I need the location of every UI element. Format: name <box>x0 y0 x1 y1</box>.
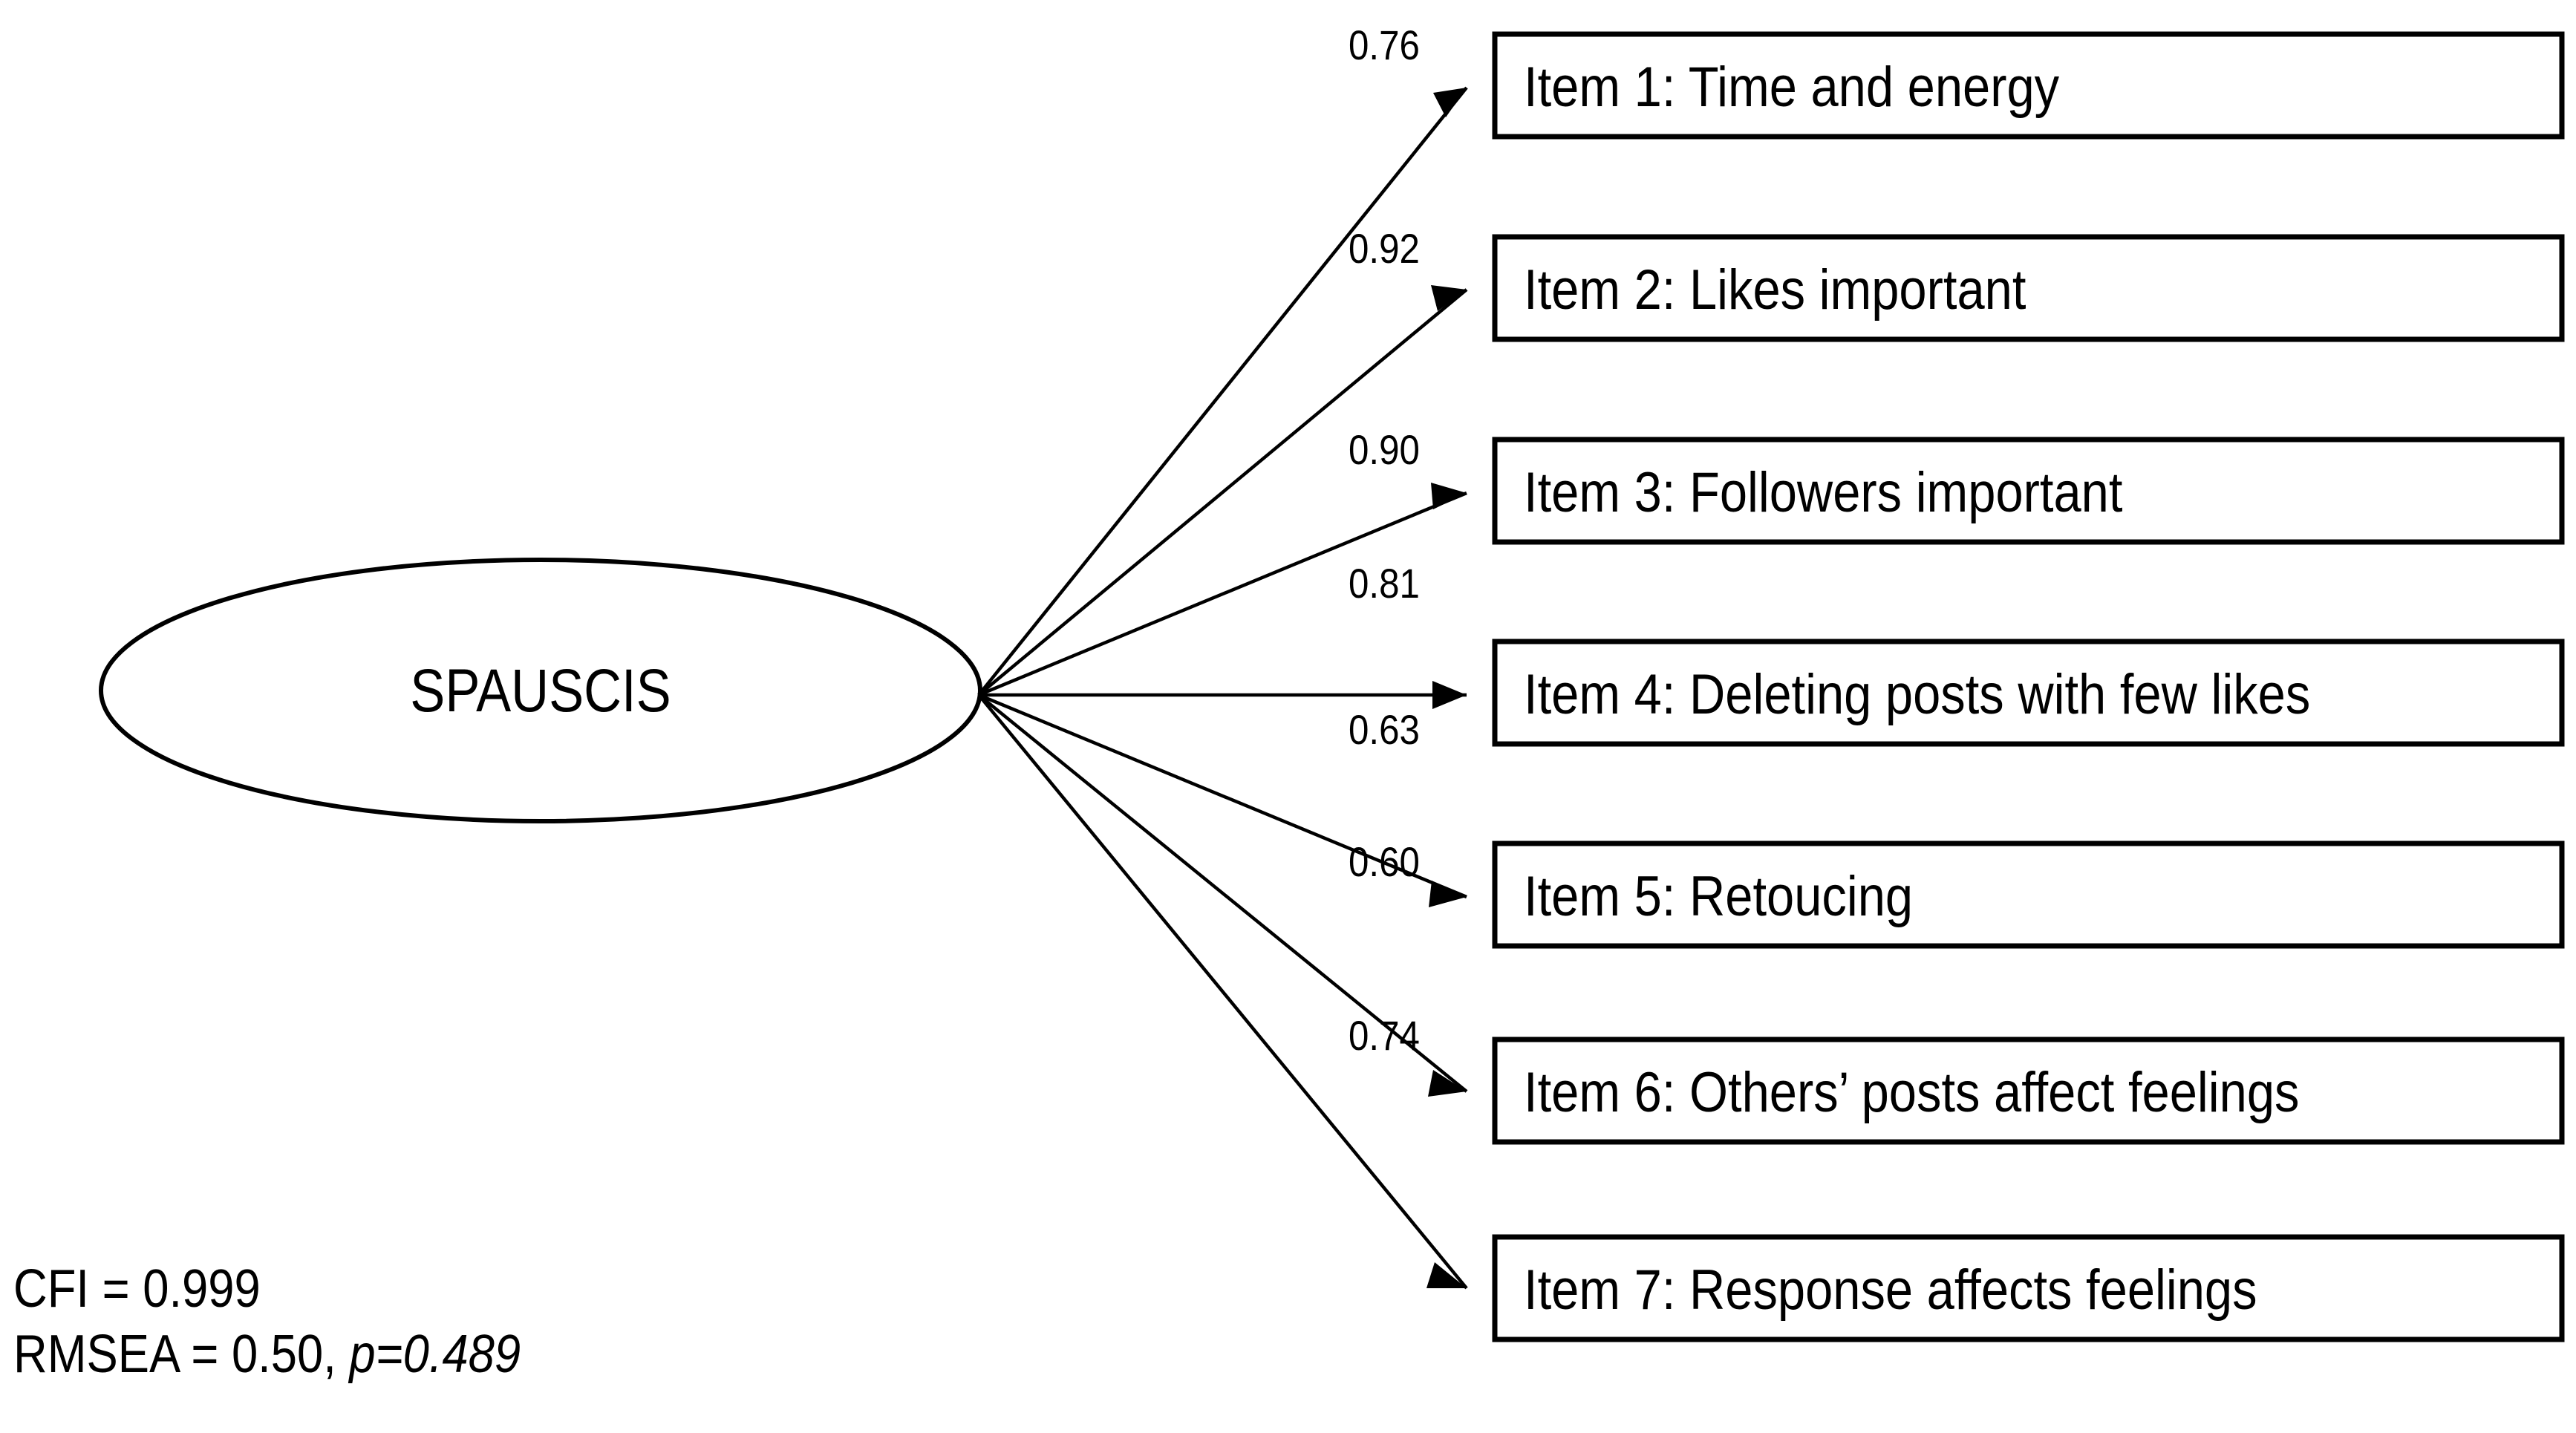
indicator-item3[interactable]: Item 3: Followers important <box>1492 437 2565 545</box>
indicator-label-item7: Item 7: Response affects feelings <box>1524 1259 2257 1322</box>
indicator-item5[interactable]: Item 5: Retoucing <box>1492 840 2565 949</box>
indicator-box-item7[interactable] <box>1492 1234 2565 1342</box>
latent-variable-label: SPAUSCIS <box>410 657 671 725</box>
indicator-item1[interactable]: Item 1: Time and energy <box>1492 31 2565 140</box>
arrowhead-icon-item7 <box>1426 1262 1467 1288</box>
arrowhead-icon-item2 <box>1431 285 1467 311</box>
fit-rmsea-prefix: RMSEA = 0.50, <box>13 1325 349 1384</box>
arrowhead-icon-item1 <box>1433 88 1467 117</box>
indicator-item4[interactable]: Item 4: Deleting posts with few likes <box>1492 639 2565 747</box>
loading-path-item5[interactable] <box>978 693 1467 899</box>
indicator-label-item6: Item 6: Others’ posts affect feelings <box>1524 1061 2299 1124</box>
indicator-box-item1[interactable] <box>1492 31 2565 140</box>
indicator-label-item5: Item 5: Retoucing <box>1524 865 1913 928</box>
indicator-box-item4[interactable] <box>1492 639 2565 747</box>
arrowhead-icon-item6 <box>1428 1070 1467 1097</box>
arrowhead-icon-item5 <box>1429 881 1467 907</box>
loading-label-item7: 0.74 <box>1349 1013 1420 1060</box>
loading-label-item2: 0.92 <box>1349 226 1420 272</box>
loading-label-item1: 0.76 <box>1349 22 1420 69</box>
arrowhead-icon-item4 <box>1432 681 1467 709</box>
loading-label-item4: 0.81 <box>1349 561 1420 607</box>
loading-path-item2[interactable] <box>977 288 1468 696</box>
loading-path-item3[interactable] <box>978 491 1467 697</box>
indicator-label-item2: Item 2: Likes important <box>1524 258 2026 321</box>
indicator-label-item4: Item 4: Deleting posts with few likes <box>1524 663 2310 726</box>
indicator-label-item1: Item 1: Time and energy <box>1524 56 2059 119</box>
loading-path-item1[interactable] <box>977 86 1468 696</box>
indicator-item2[interactable]: Item 2: Likes important <box>1492 234 2565 342</box>
indicator-item7[interactable]: Item 7: Response affects feelings <box>1492 1234 2565 1342</box>
loading-path-item6[interactable] <box>977 693 1468 1093</box>
loading-label-item5: 0.63 <box>1349 707 1420 754</box>
arrowhead-icon-item3 <box>1431 483 1467 509</box>
indicator-box-item2[interactable] <box>1492 234 2565 342</box>
indicator-box-item5[interactable] <box>1492 840 2565 949</box>
fit-statistic-cfi: CFI = 0.999 <box>13 1259 261 1319</box>
fit-rmsea-pvalue: p=0.489 <box>348 1325 521 1384</box>
indicator-box-item6[interactable] <box>1492 1037 2565 1145</box>
indicator-box-item3[interactable] <box>1492 437 2565 545</box>
fit-statistic-rmsea: RMSEA = 0.50, p=0.489 <box>13 1325 521 1384</box>
loading-path-item7[interactable] <box>977 693 1468 1290</box>
indicator-item6[interactable]: Item 6: Others’ posts affect feelings <box>1492 1037 2565 1145</box>
indicator-label-item3: Item 3: Followers important <box>1524 461 2123 524</box>
loading-label-item3: 0.90 <box>1349 427 1420 474</box>
loading-label-item6: 0.60 <box>1349 839 1420 886</box>
loading-paths-group <box>977 86 1468 1290</box>
